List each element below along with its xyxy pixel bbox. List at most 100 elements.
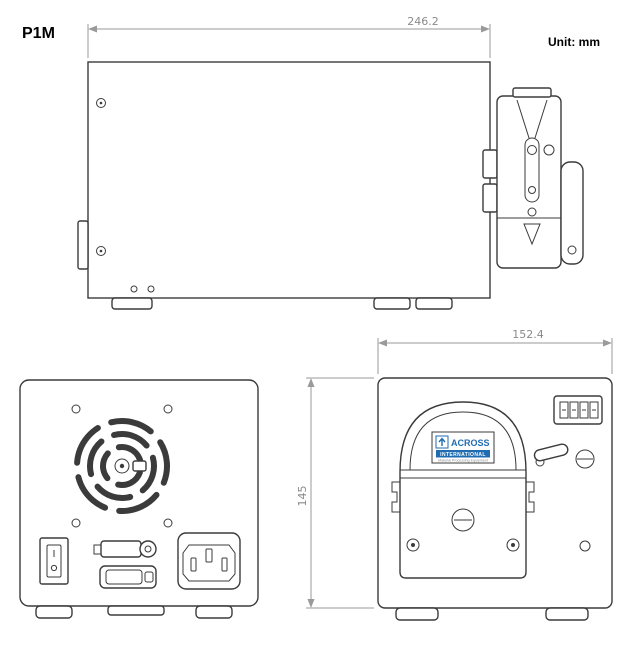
screw-center	[411, 543, 415, 547]
mechanical-counter	[553, 395, 603, 425]
top-tab	[512, 87, 552, 98]
brand-logo: ACROSS INTERNATIONAL Material Processing…	[431, 431, 495, 464]
fuse-notch	[144, 571, 154, 583]
screw-icon	[163, 404, 173, 414]
tube-clamp-left	[391, 481, 400, 513]
screw-icon	[567, 245, 577, 255]
fan-ring-inner	[99, 444, 144, 488]
fan-hub	[114, 458, 130, 474]
counter-digit-window	[559, 401, 569, 419]
screw-icon	[579, 540, 591, 552]
screw-icon	[147, 285, 155, 293]
jack-body	[100, 540, 142, 558]
jack-pin	[144, 545, 152, 553]
lever-side	[560, 161, 584, 265]
rear-view	[19, 379, 259, 619]
switch-off-mark	[50, 564, 58, 572]
fan-ring-outer	[74, 418, 171, 514]
counter-frame	[553, 395, 603, 425]
screw-icon	[506, 538, 520, 552]
front-view: ACROSS INTERNATIONAL Material Processing…	[377, 377, 613, 621]
counter-digit-window	[589, 401, 599, 419]
pointer-mark	[523, 223, 541, 246]
power-switch	[39, 537, 69, 585]
foot	[195, 605, 233, 619]
counter-digit-window	[579, 401, 589, 419]
screw-center	[99, 101, 103, 105]
screw-center	[511, 543, 515, 547]
roller-slot	[524, 137, 540, 203]
screw-icon	[96, 98, 106, 108]
inlet-socket	[182, 544, 236, 582]
side-view	[77, 61, 491, 310]
dimension-top-width: 246.2	[87, 15, 491, 58]
fan-hub-center	[119, 463, 125, 469]
counter-digit-window	[569, 401, 579, 419]
pump-head-side-view	[482, 87, 584, 269]
fan-ring-middle	[87, 431, 157, 501]
fuse-drawer	[105, 569, 143, 585]
fuse-holder	[99, 565, 157, 589]
dimension-front-width: 152.4	[377, 328, 613, 374]
logo-brand: ACROSS	[451, 438, 490, 448]
tube-clamp-right	[526, 481, 535, 513]
inlet-pin-live	[190, 557, 197, 572]
up-arrow-icon	[438, 437, 446, 446]
tube-guide-groove	[516, 99, 548, 139]
screw-icon	[163, 518, 173, 528]
logo-mark-frame	[435, 435, 449, 449]
logo-brand-line2: INTERNATIONAL	[440, 452, 486, 458]
foot	[35, 605, 73, 619]
inlet-pin-neutral	[221, 557, 228, 572]
foot	[415, 297, 453, 310]
screw-icon	[527, 207, 537, 217]
head-outline	[399, 401, 527, 579]
logo-plate	[431, 431, 495, 464]
foot	[111, 297, 153, 310]
mount-bracket	[482, 183, 498, 213]
housing-rear	[19, 379, 259, 607]
screw-icon	[71, 404, 81, 414]
fan-grille	[74, 418, 171, 514]
screw-icon	[71, 518, 81, 528]
page-title: P1M	[22, 25, 55, 42]
transparent-cover	[409, 411, 517, 471]
direction-knob	[575, 449, 595, 469]
logo-tagline: Material Processing Equipment	[438, 459, 488, 463]
mount-bracket	[482, 149, 498, 179]
fuse-frame	[99, 565, 157, 589]
rocker	[46, 544, 62, 578]
foot	[373, 297, 411, 310]
rotor-screw	[451, 508, 475, 532]
foot-center	[107, 605, 165, 616]
screw-icon	[406, 538, 420, 552]
screw-center	[99, 249, 103, 253]
housing-side	[87, 61, 491, 299]
dimension-front-height: 145	[296, 377, 374, 609]
side-bracket	[77, 220, 89, 270]
logo-band	[436, 450, 490, 458]
jack-connector	[93, 540, 157, 558]
head-body	[496, 95, 562, 269]
dimension-value: 246.2	[407, 15, 439, 28]
screw-icon	[130, 285, 138, 293]
clamp-knob	[543, 144, 555, 156]
unit-label: Unit: mm	[548, 35, 600, 49]
roller	[528, 186, 536, 194]
foot	[545, 607, 589, 621]
inlet-pin-earth	[205, 548, 213, 563]
switch-frame	[39, 537, 69, 585]
dimension-value: 152.4	[512, 328, 544, 341]
jack-ring	[139, 540, 157, 558]
iec-power-inlet	[177, 532, 241, 590]
inlet-frame	[177, 532, 241, 590]
front-right-panel	[533, 395, 603, 552]
screw-icon	[96, 246, 106, 256]
fan-tab	[132, 460, 147, 472]
dimension-value: 145	[296, 486, 309, 507]
roller	[527, 145, 537, 155]
lever-handle	[533, 443, 569, 462]
foot	[395, 607, 439, 621]
